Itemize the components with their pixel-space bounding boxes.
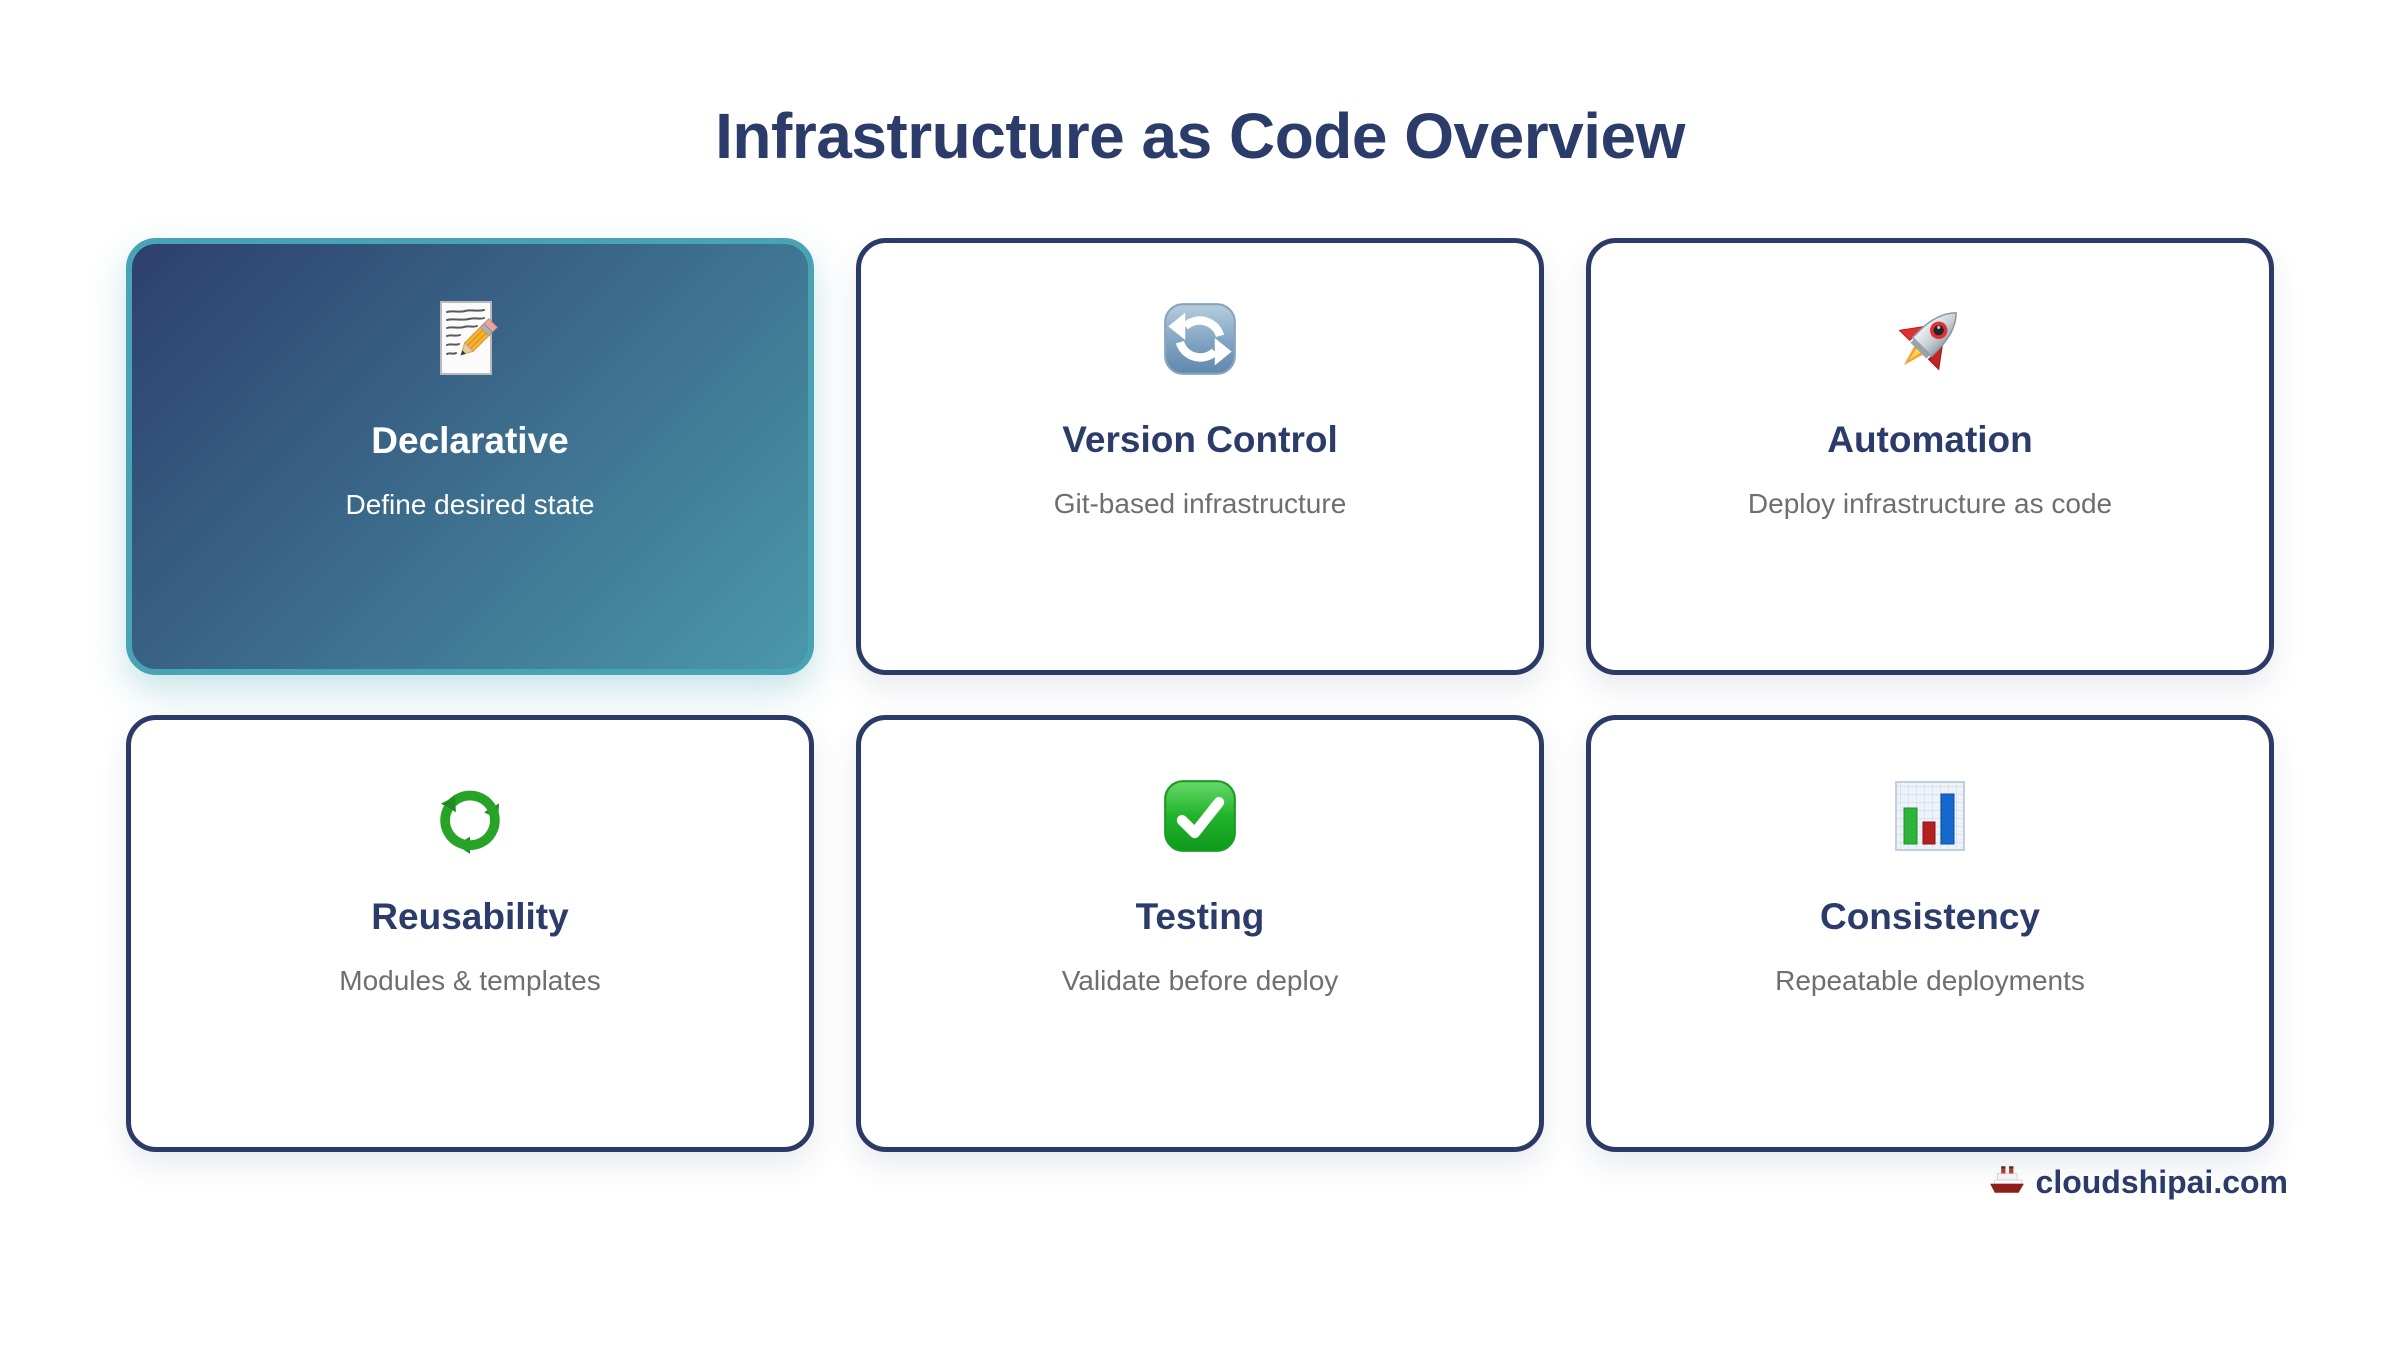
card-testing[interactable]: Testing Validate before deploy <box>856 714 1544 1152</box>
card-subtitle: Define desired state <box>345 489 595 521</box>
card-automation[interactable]: Automation Deploy infrastructure as code <box>1586 237 2274 675</box>
card-version-control[interactable]: Version Control Git-based infrastructure <box>856 237 1544 675</box>
ship-icon <box>1988 1160 2026 1206</box>
card-consistency[interactable]: Consistency Repeatable deployments <box>1586 714 2274 1152</box>
card-title: Testing <box>1135 895 1265 937</box>
card-title: Reusability <box>371 895 569 937</box>
card-grid: Declarative Define desired state <box>126 237 2274 1152</box>
card-subtitle: Deploy infrastructure as code <box>1747 488 2113 520</box>
card-subtitle: Git-based infrastructure <box>1053 488 1347 520</box>
rocket-icon <box>1889 297 1971 381</box>
card-title: Declarative <box>371 419 569 461</box>
footer-brand: cloudshipai.com <box>0 1160 2288 1206</box>
recycle-icon <box>431 774 509 858</box>
slide-background: { "page": { "title": "Infrastructure as … <box>0 100 2400 1360</box>
card-subtitle: Modules & templates <box>339 965 601 997</box>
card-subtitle: Repeatable deployments <box>1775 965 2085 997</box>
memo-icon <box>438 298 502 382</box>
card-subtitle: Validate before deploy <box>1061 965 1339 997</box>
card-title: Consistency <box>1819 895 2040 937</box>
counterclockwise-arrows-icon <box>1162 297 1238 381</box>
card-title: Automation <box>1827 418 2033 460</box>
page-title: Infrastructure as Code Overview <box>715 100 1685 172</box>
card-declarative[interactable]: Declarative Define desired state <box>126 237 814 675</box>
brand-text: cloudshipai.com <box>2035 1164 2288 1201</box>
card-reusability[interactable]: Reusability Modules & templates <box>126 714 814 1152</box>
card-title: Version Control <box>1062 418 1338 460</box>
bar-chart-icon <box>1892 774 1968 858</box>
check-mark-icon <box>1162 774 1238 858</box>
